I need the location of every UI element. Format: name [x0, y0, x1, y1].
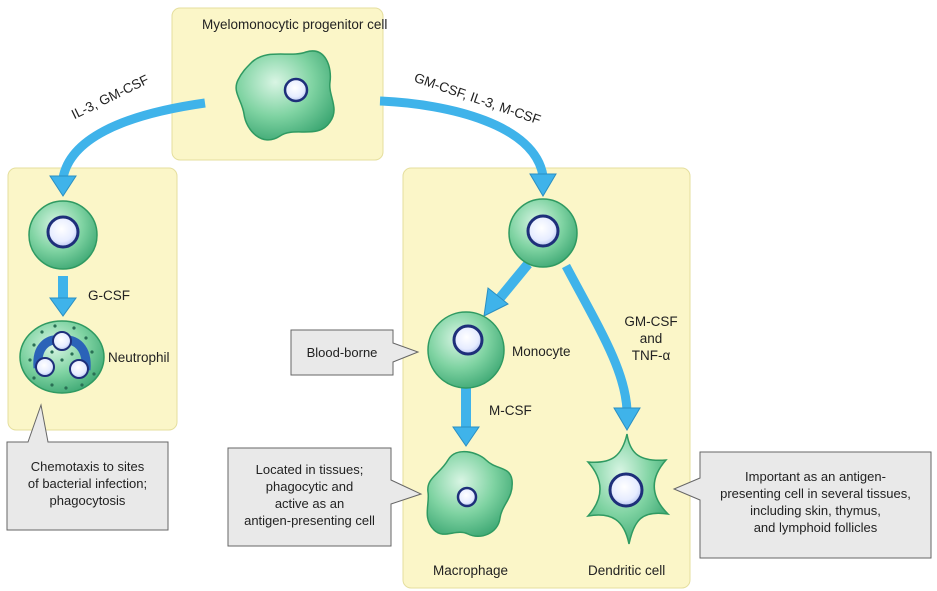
dendritic-label: Dendritic cell — [588, 563, 666, 578]
progenitor-cell — [235, 50, 335, 141]
arrow-to-monocyte-lineage — [379, 96, 557, 197]
gmcsf-line-2: and — [639, 331, 663, 346]
neutrophil-precursor-cell — [28, 200, 98, 270]
callout-neutrophil-box — [6, 403, 169, 531]
progenitor-label: Myelomonocytic progenitor cell — [202, 17, 388, 32]
gmcsf-line-3: TNF-α — [631, 348, 671, 363]
callout-macrophage-box — [227, 447, 423, 547]
callout-dendritic-box — [672, 451, 932, 559]
neutrophil-label: Neutrophil — [108, 350, 170, 365]
macrophage-cell — [426, 450, 513, 538]
callout-macrophage-line-2: phagocytic and — [265, 479, 354, 494]
callout-monocyte-box — [290, 329, 420, 376]
callout-dendritic-text: Important as an antigen- presenting cell… — [700, 468, 931, 536]
gcsf-label: G-CSF — [88, 288, 130, 303]
arrow-to-dendritic — [562, 263, 641, 431]
arrow-mcsf — [452, 385, 480, 447]
monocyte-precursor-cell — [508, 198, 578, 268]
monocyte-label: Monocyte — [512, 344, 571, 359]
arrow-to-neutrophil-lineage — [49, 98, 206, 197]
callout-neutrophil-line-1: Chemotaxis to sites — [30, 459, 145, 474]
callout-dendritic-line-1: Important as an antigen- — [745, 469, 886, 484]
macrophage-label: Macrophage — [433, 563, 509, 578]
mcsf-label: M-CSF — [489, 403, 532, 418]
callout-macrophage-line-3: active as an — [274, 496, 345, 511]
monocyte-cell — [427, 311, 505, 389]
callout-macrophage-text: Located in tissues; phagocytic and activ… — [228, 461, 391, 529]
neutrophil-cell — [19, 320, 105, 394]
dendritic-cell — [586, 433, 671, 545]
callout-monocyte-line-1: Blood-borne — [306, 345, 378, 360]
callout-dendritic-line-2: presenting cell in several tissues, — [720, 486, 911, 501]
callout-neutrophil-line-3: phagocytosis — [49, 493, 126, 508]
callout-neutrophil-text: Chemotaxis to sites of bacterial infecti… — [7, 458, 168, 509]
gmcsf-tnf-label: GM-CSF and TNF-α — [618, 313, 684, 364]
arrow-gcsf — [49, 276, 77, 317]
callout-monocyte-text: Blood-borne — [291, 344, 393, 361]
callout-dendritic-line-3: including skin, thymus, — [750, 503, 881, 518]
callout-macrophage-line-4: antigen-presenting cell — [244, 513, 375, 528]
gmcsf-line-1: GM-CSF — [624, 314, 678, 329]
callout-macrophage-line-1: Located in tissues; — [255, 462, 364, 477]
arrow-to-monocyte — [483, 260, 532, 317]
callout-neutrophil-line-2: of bacterial infection; — [27, 476, 148, 491]
callout-dendritic-line-4: and lymphoid follicles — [753, 520, 878, 535]
